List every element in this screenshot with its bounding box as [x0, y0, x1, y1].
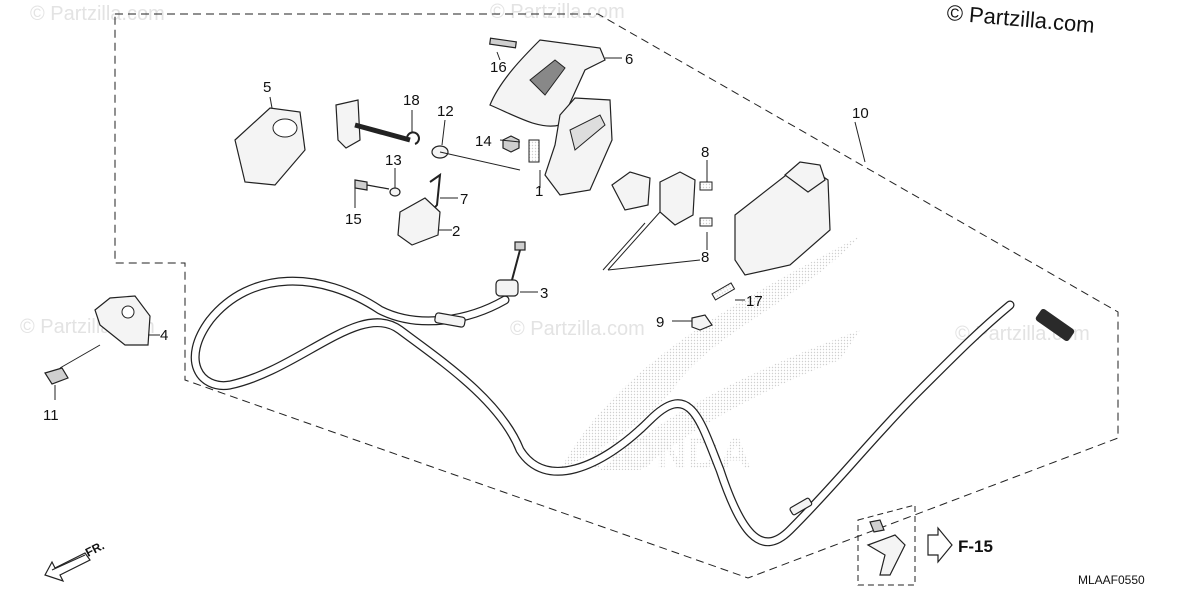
watermark-top-left: © Partzilla.com	[30, 3, 165, 25]
callout-4: 4	[160, 327, 168, 344]
front-arrow-icon	[44, 552, 91, 583]
part-4-bracket	[94, 295, 151, 346]
callout-17: 16	[490, 59, 507, 76]
leader-lines	[54, 51, 866, 400]
callout-8-upper: 8	[701, 144, 709, 161]
part-6-slot	[529, 59, 566, 96]
callout-12: 12	[437, 103, 454, 120]
part-15-bolt	[354, 179, 390, 191]
reference-box: F-15	[857, 504, 993, 586]
part-18-lever	[335, 99, 361, 149]
callout-7: 7	[460, 191, 468, 208]
callout-5: 5	[263, 79, 271, 96]
callout-labels: 16 6 5 18 12 14 1 8 8 10 13 15 7 2 3 17 …	[43, 51, 869, 424]
front-direction-indicator: FR.	[44, 538, 107, 583]
reference-bracket	[866, 534, 906, 576]
callout-13: 13	[385, 152, 402, 169]
part-11-bolt	[44, 367, 69, 385]
assembly-boundary	[114, 13, 1119, 579]
callout-2: 2	[452, 223, 460, 240]
callout-9: 9	[656, 314, 664, 331]
part-8-spring-lower	[699, 217, 713, 227]
part-10-latch-hook	[784, 161, 826, 193]
callout-11: 11	[43, 407, 59, 424]
callout-15: 15	[345, 211, 362, 228]
diagram-code: MLAAF0550	[1078, 573, 1145, 587]
callout-6: 6	[625, 51, 633, 68]
part-8-spring-upper	[699, 181, 713, 191]
part-lock-cam	[659, 171, 696, 226]
part-18-shaft	[354, 122, 411, 143]
callout-3: 3	[540, 285, 548, 302]
callout-10: 10	[852, 105, 869, 122]
cable-end-boot	[1035, 308, 1075, 342]
cable-sleeve	[434, 312, 466, 328]
part-4-hole	[121, 305, 135, 319]
part-3-end	[514, 241, 526, 251]
callout-1: 1	[535, 183, 543, 200]
part-1-detail	[569, 114, 606, 151]
callout-8-lower: 8	[701, 249, 709, 266]
callout-18: 18	[403, 92, 420, 109]
part-3-rod	[511, 249, 521, 281]
part-5-handle	[234, 107, 306, 186]
cable	[190, 276, 1075, 547]
part-3-grommet	[495, 279, 519, 297]
callout-16: 17	[746, 293, 763, 310]
part-14-nut	[502, 135, 520, 153]
watermark-top-center: © Partzilla.com	[490, 1, 625, 23]
honda-wing-logo: HONDA	[560, 236, 860, 478]
part-17-pin	[489, 37, 517, 49]
part-16-spring	[711, 282, 736, 301]
part-2-switch	[397, 197, 441, 246]
part-18-clip	[406, 131, 420, 145]
callout-14: 14	[475, 133, 492, 150]
part-14-spring	[528, 139, 540, 163]
reference-arrow-icon	[927, 526, 953, 564]
front-arrow-hatch	[51, 554, 86, 571]
part-lock-gear	[611, 171, 651, 211]
reference-bolt	[869, 519, 885, 533]
cable-clamp	[789, 497, 813, 516]
watermark-center: © Partzilla.com	[510, 318, 645, 340]
part-5-hole	[272, 118, 298, 138]
part-9-clip	[691, 314, 713, 331]
reference-label: F-15	[958, 537, 993, 556]
part-13-washer	[389, 187, 401, 197]
